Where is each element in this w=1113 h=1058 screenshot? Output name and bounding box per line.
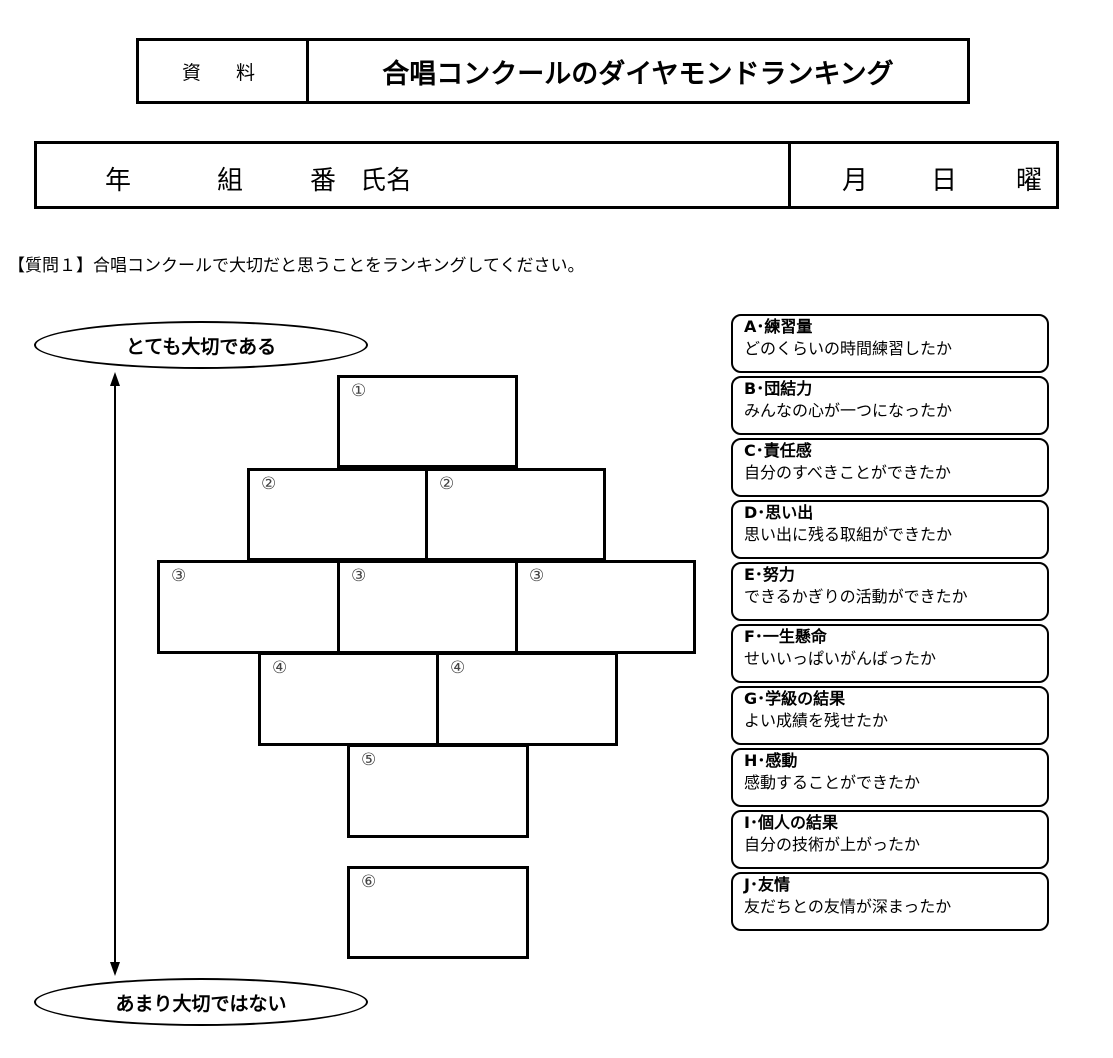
option-title: B･団結力 — [744, 379, 813, 398]
option-card-b[interactable]: B･団結力 みんなの心が一つになったか — [731, 376, 1049, 435]
scale-bottom-label: あまり大切ではない — [34, 978, 368, 1026]
name-row-divider — [788, 144, 791, 206]
rank-number: ④ — [272, 658, 288, 678]
option-description: みんなの心が一つになったか — [744, 401, 953, 420]
option-card-h[interactable]: H･感動 感動することができたか — [731, 748, 1049, 807]
option-card-c[interactable]: C･責任感 自分のすべきことができたか — [731, 438, 1049, 497]
scale-arrow — [110, 372, 120, 976]
option-description: 自分のすべきことができたか — [744, 463, 951, 482]
document-label: 資 料 — [139, 41, 309, 101]
option-card-d[interactable]: D･思い出 思い出に残る取組ができたか — [731, 500, 1049, 559]
class-field-label: 組 — [217, 166, 244, 196]
option-description: よい成績を残せたか — [744, 711, 889, 730]
option-description: できるかぎりの活動ができたか — [744, 587, 968, 606]
name-field-label: 氏名 — [360, 166, 413, 196]
option-title: H･感動 — [744, 751, 798, 770]
option-description: 思い出に残る取組ができたか — [744, 525, 953, 544]
option-description: せいいっぱいがんばったか — [744, 649, 937, 668]
rank-box-5[interactable]: ⑤ — [347, 744, 529, 838]
rank-number: ③ — [351, 566, 367, 586]
rank-box-3b[interactable]: ③ — [337, 560, 518, 654]
year-field-label: 年 — [105, 166, 132, 196]
rank-number: ③ — [171, 566, 187, 586]
rank-box-3c[interactable]: ③ — [515, 560, 696, 654]
rank-number: ④ — [450, 658, 466, 678]
option-title: I･個人の結果 — [744, 813, 838, 832]
option-title: A･練習量 — [744, 317, 813, 336]
question-text: 【質問１】合唱コンクールで大切だと思うことをランキングしてください。 — [8, 256, 585, 276]
option-description: 自分の技術が上がったか — [744, 835, 921, 854]
option-card-j[interactable]: J･友情 友だちとの友情が深まったか — [731, 872, 1049, 931]
option-card-f[interactable]: F･一生懸命 せいいっぱいがんばったか — [731, 624, 1049, 683]
rank-box-2b[interactable]: ② — [425, 468, 606, 561]
option-card-a[interactable]: A･練習量 どのくらいの時間練習したか — [731, 314, 1049, 373]
option-title: C･責任感 — [744, 441, 812, 460]
rank-number: ② — [439, 474, 455, 494]
name-row: 年 組 番 氏名 月 日 曜 — [34, 141, 1059, 209]
option-card-e[interactable]: E･努力 できるかぎりの活動ができたか — [731, 562, 1049, 621]
rank-box-4a[interactable]: ④ — [258, 652, 439, 746]
scale-top-label: とても大切である — [34, 321, 368, 369]
option-title: F･一生懸命 — [744, 627, 827, 646]
rank-number: ⑤ — [361, 750, 377, 770]
option-card-g[interactable]: G･学級の結果 よい成績を残せたか — [731, 686, 1049, 745]
rank-box-4b[interactable]: ④ — [436, 652, 618, 746]
rank-number: ② — [261, 474, 277, 494]
rank-box-3a[interactable]: ③ — [157, 560, 340, 654]
option-description: 感動することができたか — [744, 773, 921, 792]
rank-number: ⑥ — [361, 872, 377, 892]
rank-number: ① — [351, 381, 367, 401]
number-field-label: 番 — [310, 166, 337, 196]
option-title: J･友情 — [744, 875, 790, 894]
option-description: どのくらいの時間練習したか — [744, 339, 953, 358]
option-title: E･努力 — [744, 565, 795, 584]
rank-number: ③ — [529, 566, 545, 586]
rank-box-6[interactable]: ⑥ — [347, 866, 529, 959]
rank-box-1[interactable]: ① — [337, 375, 518, 468]
option-title: G･学級の結果 — [744, 689, 846, 708]
day-field-label: 日 — [931, 166, 958, 196]
rank-box-2a[interactable]: ② — [247, 468, 428, 561]
option-card-i[interactable]: I･個人の結果 自分の技術が上がったか — [731, 810, 1049, 869]
option-description: 友だちとの友情が深まったか — [744, 897, 952, 916]
option-title: D･思い出 — [744, 503, 814, 522]
month-field-label: 月 — [842, 166, 869, 196]
document-title: 合唱コンクールのダイヤモンドランキング — [382, 58, 894, 90]
title-box: 資 料 合唱コンクールのダイヤモンドランキング — [136, 38, 970, 104]
weekday-field-label: 曜 — [1016, 166, 1043, 196]
